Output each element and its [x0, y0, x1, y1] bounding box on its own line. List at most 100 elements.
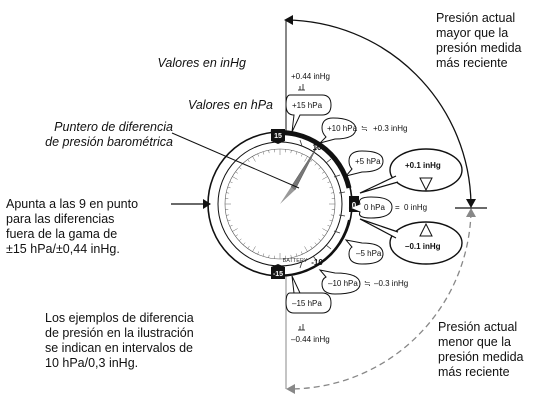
dial-face-tick: [262, 151, 265, 155]
examples-line3: se indican en intervalos de: [45, 341, 194, 355]
dial-label-15: 15: [274, 133, 282, 140]
label-minus-03-inhg: –0.3 inHg: [374, 279, 409, 288]
dial-face-tick: [304, 246, 308, 252]
dial-face-tick: [295, 151, 298, 155]
nine-oclock-line1: Apunta a las 9 en punto: [6, 197, 139, 211]
dial-face-tick: [329, 186, 333, 189]
lower-pressure-arc: [287, 211, 472, 390]
dial-face-tick: [304, 156, 308, 162]
label-plus-01-inhg: +0.1 inHg: [405, 161, 441, 170]
pointer-callout-line: [171, 132, 300, 189]
flag-plus15: [271, 129, 285, 144]
label-minus-15-hpa: –15 hPa: [292, 299, 322, 308]
dial-face-tick: [227, 219, 231, 222]
dial-label-minus10: -10: [311, 258, 323, 267]
bubble-minus15: [285, 275, 332, 314]
higher-line1: Presión actual: [436, 11, 516, 25]
dial-face-tick: [300, 153, 303, 157]
dial-face-tick: [262, 253, 265, 257]
approx-plus-03: ≒: [361, 124, 368, 133]
pointer-label-line2: de presión barométrica: [45, 135, 173, 149]
dial-face-tick: [227, 186, 231, 189]
dial-face-tick: [252, 156, 256, 162]
dial-face-tick: [318, 238, 322, 241]
dial-face-tick: [229, 224, 233, 227]
pressure-pointer-tail: [280, 187, 295, 204]
pointer-label-line1: Puntero de diferencia: [54, 120, 173, 134]
hpa-values-label: Valores en hPa: [187, 98, 273, 112]
dial-face-tick: [247, 159, 250, 163]
label-plus-03-inhg: +0.3 inHg: [373, 124, 408, 133]
dial-face-tick: [257, 153, 260, 157]
label-plus-5-hpa: +5 hPa: [355, 157, 381, 166]
dial-face-tick: [290, 150, 292, 154]
dial-face-tick: [232, 176, 238, 180]
bubble-minus01: [389, 221, 463, 265]
dial-face-tick: [247, 245, 250, 249]
higher-pressure-arc: [285, 19, 472, 205]
dial-face-tick: [327, 181, 331, 184]
inhg-values-label: Valores en inHg: [157, 56, 246, 70]
nine-oclock-line4: ±15 hPa/±0,44 inHg.: [6, 242, 120, 256]
flag-zero: [349, 196, 359, 212]
dial-face-tick: [268, 254, 270, 258]
bezel-ticks: [299, 139, 346, 269]
lower-line1: Presión actual: [438, 320, 518, 334]
label-zero-inhg: 0 inHg: [404, 203, 428, 212]
dial-face-tick: [238, 167, 242, 170]
dial-label-zero: 0: [352, 201, 357, 210]
dial-face-tick: [226, 192, 230, 194]
dial-face-tick: [321, 171, 325, 174]
bubble-plus01-tail: [359, 175, 399, 194]
higher-arc-end-arrow: [466, 199, 476, 208]
dial-face-tick: [238, 238, 242, 241]
nine-oclock-line3: fuera de la gama de: [6, 227, 118, 241]
dial-label-minus15: -15: [273, 271, 283, 278]
label-plus-15-hpa: +15 hPa: [292, 101, 323, 110]
inhg-marker-icons: [298, 84, 305, 331]
dial-face-tick: [322, 228, 328, 232]
label-plus-044-inhg: +0.44 inHg: [291, 72, 330, 81]
higher-line3: presión medida: [436, 41, 522, 55]
lower-line3: presión medida: [438, 350, 524, 364]
equals-zero: =: [395, 203, 400, 212]
bubble-minus5: [344, 239, 384, 265]
examples-line4: 10 hPa/0,3 inHg.: [45, 356, 139, 370]
dial-face-ticks: [225, 149, 335, 259]
nine-oclock-arrowhead: [203, 199, 211, 209]
label-minus-5-hpa: –5 hPa: [356, 249, 382, 258]
higher-line2: mayor que la: [436, 26, 509, 40]
dial-face-tick: [226, 214, 230, 216]
bubble-plus10: [318, 117, 357, 144]
dial-face-tick: [232, 228, 238, 232]
dial-face-tick: [330, 192, 334, 194]
dial-face-tick: [318, 167, 322, 170]
label-minus-01-inhg: –0.1 inHg: [405, 242, 441, 251]
dial-face-tick: [327, 224, 331, 227]
label-plus-10-hpa: +10 hPa: [327, 124, 358, 133]
lower-arc-end-arrow: [466, 208, 476, 217]
dial-face-tick: [322, 176, 328, 180]
nine-oclock-line2: para las diferencias: [6, 212, 115, 226]
lower-line2: menor que la: [438, 335, 511, 349]
dial-face-tick: [235, 234, 239, 237]
dial-face-tick: [310, 159, 313, 163]
bubble-zero: [348, 196, 393, 219]
dial-face-tick: [310, 245, 313, 249]
dial-face-tick: [321, 234, 325, 237]
label-minus-10-hpa: –10 hPa: [328, 279, 358, 288]
down-triangle-icon: [419, 177, 433, 192]
dial-face-tick: [235, 171, 239, 174]
dial-face-tick: [295, 253, 298, 257]
dial-face-tick: [300, 251, 303, 255]
bubble-minus01-tail: [359, 218, 399, 239]
approx-minus-03: ≒: [364, 279, 371, 288]
label-zero-hpa: 0 hPa: [364, 203, 385, 212]
bubble-plus5: [344, 150, 384, 177]
dial-face-tick: [314, 162, 317, 166]
flag-minus15: [271, 264, 285, 279]
dial-face-tick: [257, 251, 260, 255]
bubble-minus10: [318, 269, 361, 295]
dial-face-tick: [243, 242, 246, 246]
